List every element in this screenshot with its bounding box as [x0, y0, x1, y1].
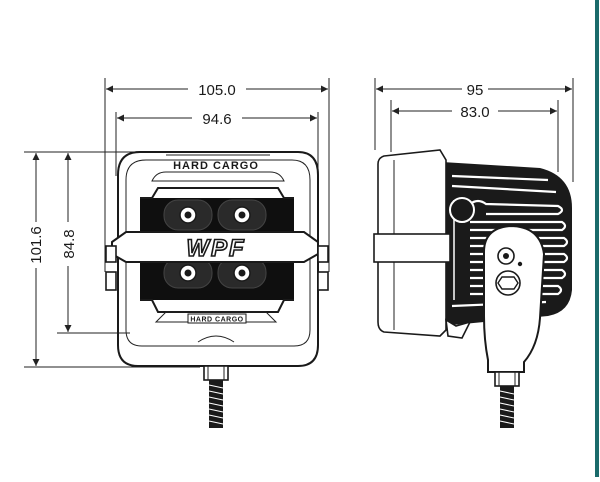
top-brand-text: HARD CARGO — [173, 160, 259, 172]
side-lower-lip — [445, 318, 472, 339]
top-brand-strip — [151, 171, 285, 182]
side-view: 95 83.0 — [373, 78, 574, 428]
front-view: 105.0 94.6 101.6 84.8 HARD CARGO — [24, 78, 330, 428]
side-tab-right-upper — [317, 245, 329, 263]
led-pod-top-right — [217, 199, 267, 231]
front-stud-thread — [208, 380, 224, 428]
side-tab-right-lower — [317, 271, 329, 291]
mounting-bracket — [483, 224, 546, 373]
side-logo-block — [373, 233, 451, 263]
dim-front-width-outer: 105.0 — [198, 82, 236, 99]
led-pod-top-left — [163, 199, 213, 231]
dim-front-width-inner: 94.6 — [202, 111, 231, 128]
side-tab-left-upper — [105, 245, 117, 263]
front-housing-outer — [117, 151, 319, 367]
lens-top-bezel — [140, 187, 294, 199]
dim-side-depth-outer: 95 — [467, 82, 484, 99]
dim-front-height-inner: 84.8 — [61, 229, 78, 258]
side-tab-left-lower — [105, 271, 117, 291]
dim-front-height-outer: 101.6 — [28, 226, 45, 264]
bottom-brand-text: HARD CARGO — [190, 317, 243, 324]
led-pod-bottom-right — [217, 257, 267, 289]
front-housing-inner — [125, 159, 311, 347]
bottom-vent-arc — [197, 335, 235, 343]
center-logo-text: WPF — [186, 235, 245, 262]
side-port — [449, 197, 475, 223]
side-stud-thread — [499, 386, 515, 428]
led-pod-bottom-left — [163, 257, 213, 289]
dim-side-depth-inner: 83.0 — [460, 104, 489, 121]
lens-bottom-bezel — [140, 299, 294, 313]
